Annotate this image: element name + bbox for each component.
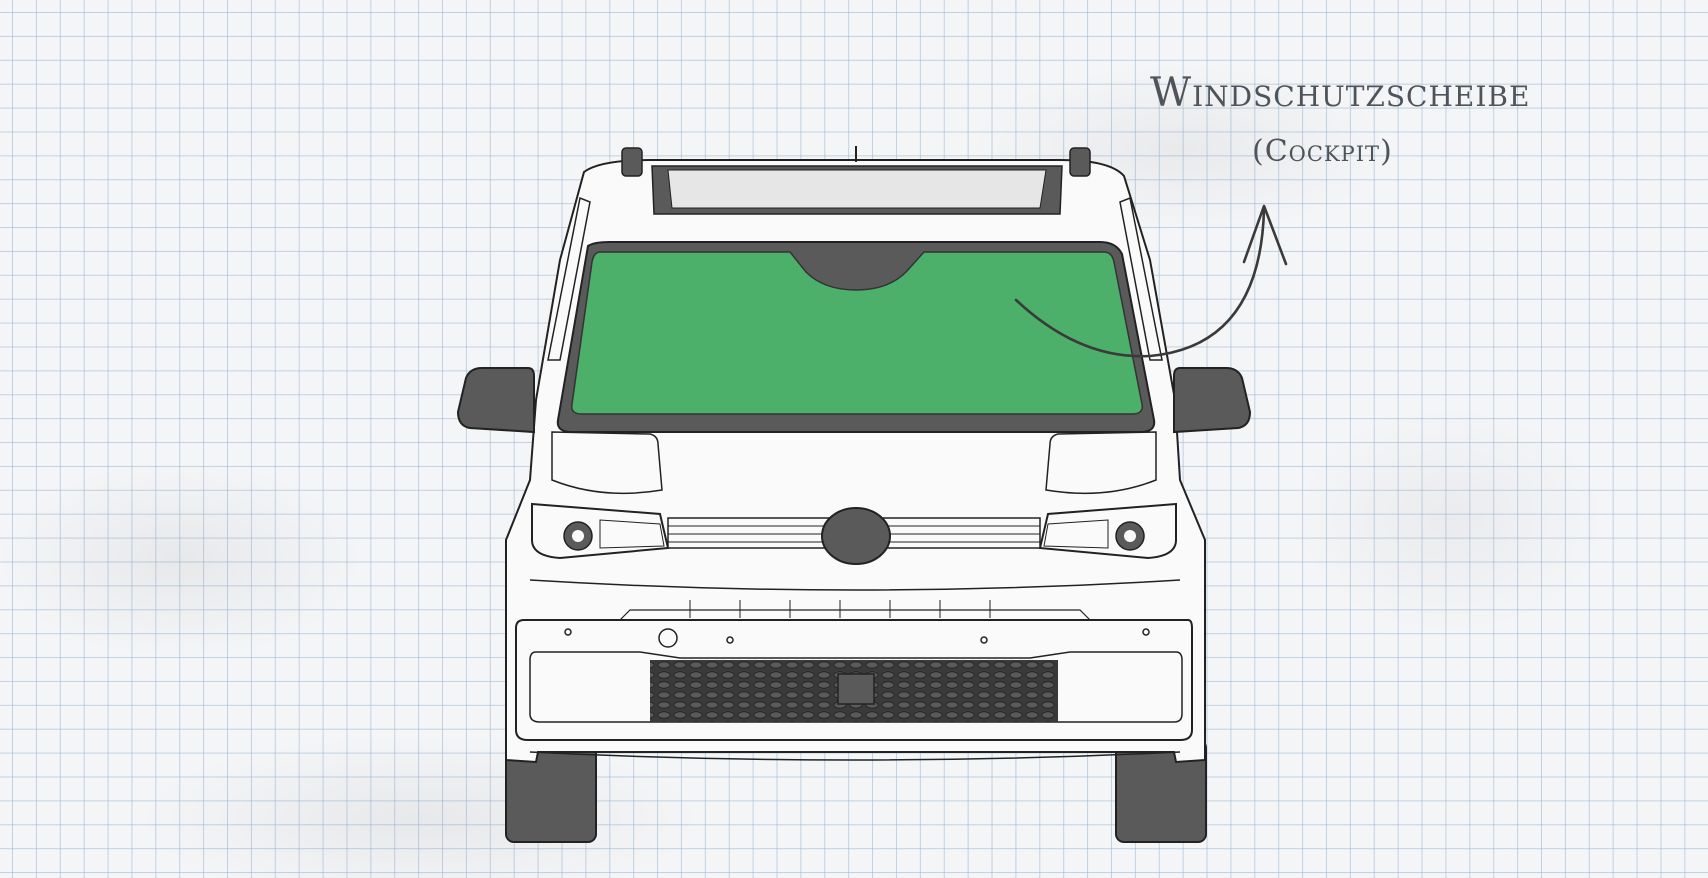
- roof-rail-left: [621, 147, 643, 177]
- windshield-highlight: [570, 251, 1144, 415]
- annotation-title: Windschutzscheibe: [1150, 70, 1531, 116]
- front-sensor: [837, 673, 875, 705]
- right-mirror: [1173, 367, 1252, 434]
- annotation-subtitle: (Cockpit): [1252, 134, 1393, 169]
- brand-emblem: [821, 507, 891, 565]
- arrow-head: [1242, 204, 1288, 266]
- roof-rail-right: [1069, 147, 1091, 177]
- annotation-arrow: [1014, 208, 1266, 358]
- left-mirror: [456, 367, 535, 434]
